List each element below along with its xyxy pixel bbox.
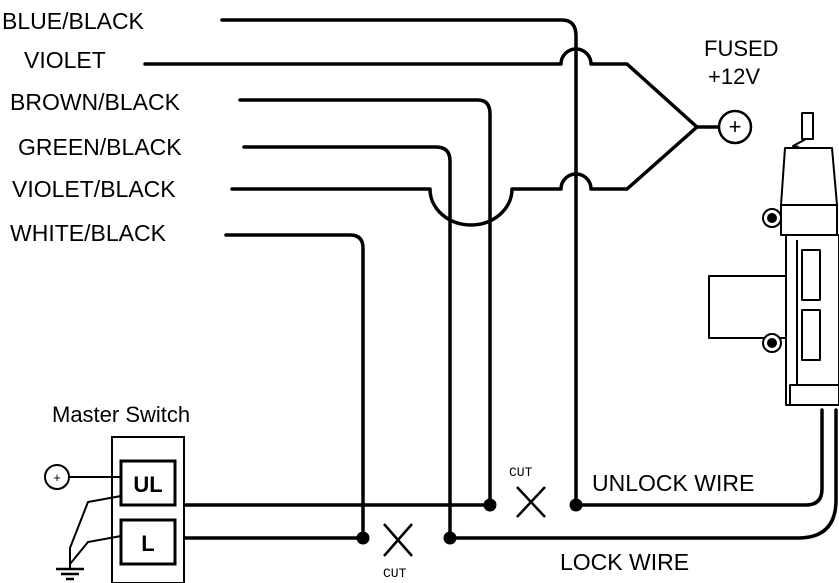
junction-lock-white [356,531,370,545]
junction-unlock-blue [569,498,583,512]
label-lock-wire: LOCK WIRE [560,549,689,575]
wire-violet [143,47,699,129]
wire-brown-black [238,98,492,507]
master-switch-unlock-key[interactable] [119,459,177,507]
cut-label-upper: CUT [509,465,533,480]
label-violet-black: VIOLET/BLACK [12,176,176,202]
power-plus-symbol: + [729,114,742,139]
ground-icon [56,564,84,581]
master-switch-unlock-label: UL [133,472,162,497]
junction-lock-green [443,531,457,545]
door-lock-actuator-icon [708,112,839,406]
wire-white-black [224,233,365,540]
master-switch-title: Master Switch [52,402,190,427]
wire-blue-black [220,18,578,505]
cut-label-lower: CUT [383,566,407,581]
power-label-line2: +12V [708,64,760,89]
x-cut-icon [383,523,413,557]
wire-switch-ground-a [69,495,122,564]
x-cut-icon [516,486,546,518]
wire-violet-black [230,125,699,227]
label-unlock-wire: UNLOCK WIRE [592,470,754,496]
plus-circle-icon: + [717,109,753,145]
wire-green-black [242,145,452,540]
label-blue-black: BLUE/BLACK [2,8,145,34]
wire-lock-output [448,408,838,540]
wire-switch-ground-b [69,535,122,565]
label-violet: VIOLET [24,47,106,73]
label-green-black: GREEN/BLACK [18,134,182,160]
master-switch-lock-key[interactable] [119,518,177,566]
power-label-line1: FUSED [704,36,779,61]
plus-circle-icon: + [44,464,70,490]
wire-unlock-output [574,408,824,507]
label-white-black: WHITE/BLACK [10,220,167,246]
junction-unlock-brown [483,498,497,512]
switch-plus-symbol: + [53,471,61,486]
label-brown-black: BROWN/BLACK [10,89,181,115]
master-switch-lock-label: L [141,531,154,556]
